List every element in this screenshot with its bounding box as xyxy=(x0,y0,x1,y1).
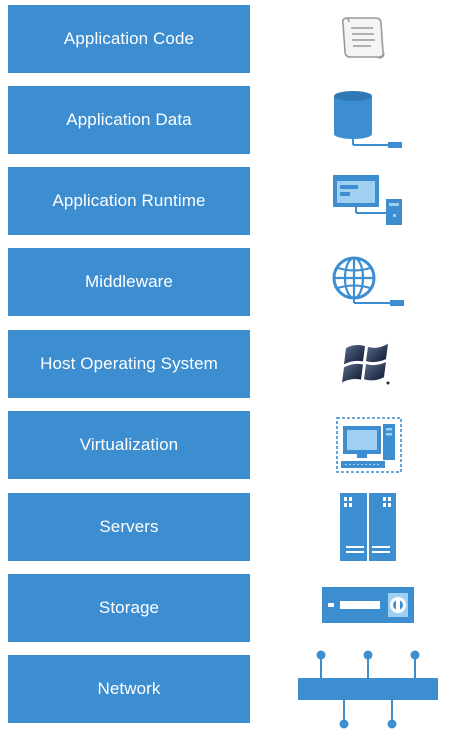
layer-virtualization: Virtualization xyxy=(8,411,250,479)
layer-application-runtime: Application Runtime xyxy=(8,167,250,235)
layer-servers: Servers xyxy=(8,493,250,561)
layer-network: Network xyxy=(8,655,250,723)
layer-application-data: Application Data xyxy=(8,86,250,154)
layer-label: Application Code xyxy=(63,29,195,48)
layer-middleware: Middleware xyxy=(8,248,250,316)
database-icon xyxy=(334,91,402,148)
layer-label: Storage xyxy=(98,598,160,617)
layer-label: Application Data xyxy=(66,110,192,129)
layer-label: Virtualization xyxy=(79,435,179,454)
layer-label: Application Runtime xyxy=(52,191,206,210)
layer-label: Middleware xyxy=(85,272,173,291)
layer-label: Host Operating System xyxy=(40,354,218,373)
windows-logo-icon xyxy=(342,343,390,385)
layer-label: Servers xyxy=(99,517,159,536)
layer-application-code: Application Code xyxy=(8,5,250,73)
globe-server-icon xyxy=(332,256,404,306)
script-icon xyxy=(341,17,385,59)
storage-device-icon xyxy=(322,587,414,623)
application-window-icon xyxy=(333,175,402,225)
layer-label: Network xyxy=(97,679,161,698)
layer-storage: Storage xyxy=(8,574,250,642)
layer-host-operating-system: Host Operating System xyxy=(8,330,250,398)
server-rack-icon xyxy=(340,493,396,561)
network-bus-icon xyxy=(298,650,438,729)
virtual-machine-icon xyxy=(336,417,402,473)
